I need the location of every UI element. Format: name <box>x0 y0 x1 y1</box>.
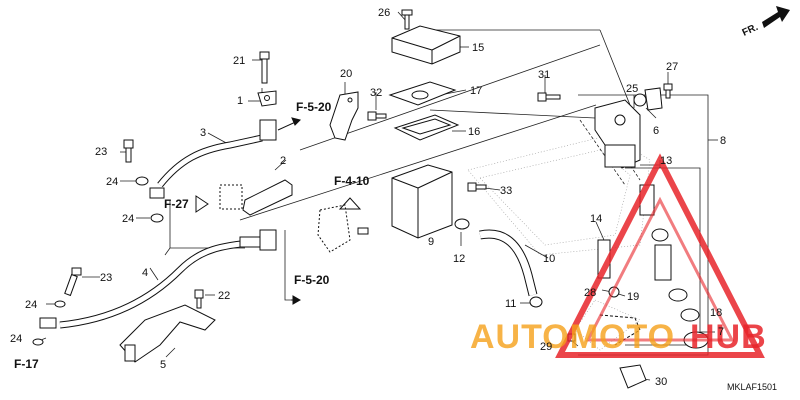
callout-part-3: 3 <box>200 127 206 139</box>
part-callouts: 1 2 3 4 5 6 7 8 9 10 11 12 13 14 15 16 1… <box>10 7 726 388</box>
ref-f-4-10: F-4-10 <box>334 174 370 188</box>
ref-f-5-20-bottom: F-5-20 <box>294 273 330 287</box>
callout-part-21: 21 <box>233 55 245 67</box>
callout-part-19: 19 <box>627 291 639 303</box>
callout-part-16: 16 <box>468 126 480 138</box>
callout-part-11: 11 <box>505 298 516 310</box>
callout-part-30: 30 <box>655 376 667 388</box>
callout-part-4: 4 <box>142 267 148 279</box>
front-direction-indicator: FR. <box>741 6 790 39</box>
ref-f-5-20-top: F-5-20 <box>296 100 332 114</box>
callout-part-14: 14 <box>590 213 602 225</box>
callout-part-33: 33 <box>500 185 512 197</box>
callout-part-27: 27 <box>666 61 678 73</box>
reference-arrows <box>195 117 362 305</box>
callout-part-15: 15 <box>472 42 484 54</box>
callout-part-24-d: 24 <box>10 333 22 345</box>
callout-part-25: 25 <box>626 83 638 95</box>
callout-part-17: 17 <box>470 85 482 97</box>
callout-part-9: 9 <box>428 236 434 248</box>
callout-part-2: 2 <box>280 155 286 167</box>
watermark-brand-b: HUB <box>690 318 767 356</box>
watermark-brand-a: AUTOMOTO <box>470 318 675 356</box>
callout-part-28: 28 <box>584 287 596 299</box>
callout-part-32: 32 <box>370 87 382 99</box>
reference-labels: F-5-20 F-27 F-4-10 F-5-20 F-17 <box>14 100 370 371</box>
callout-part-12: 12 <box>453 253 465 265</box>
dotted-shading <box>467 134 651 351</box>
ref-f-17: F-17 <box>14 357 39 371</box>
callout-part-23-bottom: 23 <box>100 272 112 284</box>
hose-10 <box>479 229 538 297</box>
callout-part-13: 13 <box>660 155 672 167</box>
callout-part-29: 29 <box>540 341 552 353</box>
diagram-code: MKLAF1501 <box>727 382 777 392</box>
callout-part-5: 5 <box>160 359 166 371</box>
ref-f-27: F-27 <box>164 197 189 211</box>
callout-part-6: 6 <box>653 125 659 137</box>
callout-part-24-a: 24 <box>106 176 118 188</box>
callout-part-8: 8 <box>720 135 726 147</box>
callout-part-31: 31 <box>538 69 550 81</box>
callout-part-23-top: 23 <box>95 146 107 158</box>
hose-3 <box>157 134 263 188</box>
callout-part-20: 20 <box>340 68 352 80</box>
callout-part-7: 7 <box>718 326 724 338</box>
callout-part-22: 22 <box>218 290 230 302</box>
callout-part-18: 18 <box>710 307 722 319</box>
hose-4 <box>59 238 263 329</box>
callout-part-24-b: 24 <box>122 213 134 225</box>
front-arrow-icon <box>762 6 790 28</box>
callout-part-1: 1 <box>237 95 243 107</box>
callout-part-24-c: 24 <box>25 299 37 311</box>
callout-part-10: 10 <box>543 253 555 265</box>
watermark-logo: AUTOMOTO HUB <box>470 153 767 358</box>
callout-part-26: 26 <box>378 7 390 19</box>
front-label: FR. <box>741 22 760 39</box>
